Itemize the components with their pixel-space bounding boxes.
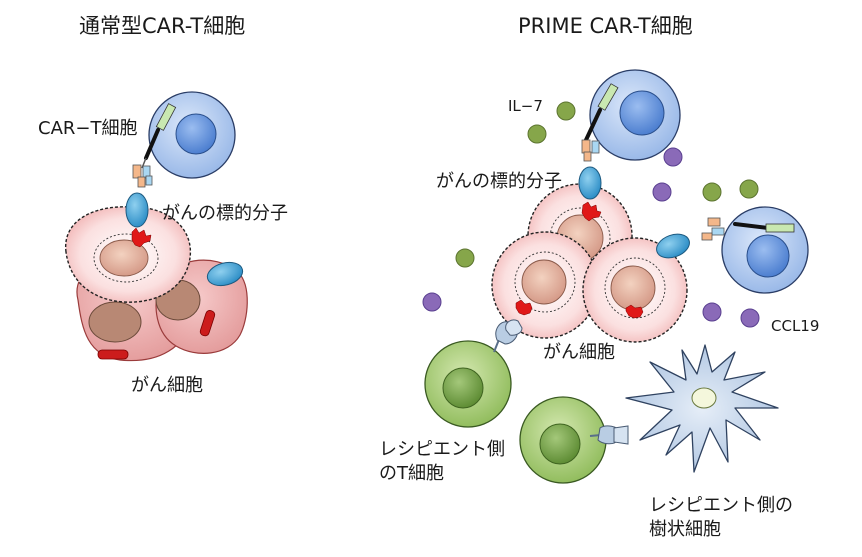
ccl19-dot: [652, 182, 672, 202]
right-target-label: がんの標的分子: [436, 171, 562, 192]
left-car-t-cell: [132, 91, 236, 188]
ccl19-dot: [422, 292, 442, 312]
recipient-t-label-line2: のT細胞: [379, 463, 444, 484]
dendritic-cell: [625, 344, 779, 473]
right-cancer-cluster: [491, 183, 688, 343]
cytokine-dots: [422, 101, 760, 328]
right-target-molecule-side: [656, 233, 690, 259]
recipient-t-label-line1: レシピエント側: [379, 439, 505, 460]
il7-label: IL−7: [508, 97, 543, 115]
left-panel-title: 通常型CAR-T細胞: [79, 14, 246, 38]
il7-dot: [556, 101, 576, 121]
dendritic-label-line1: レシピエント側の: [649, 495, 793, 516]
dendritic-label-line2: 樹状細胞: [649, 519, 721, 540]
right-car-t-cell-side: [701, 206, 809, 294]
left-target-label: がんの標的分子: [162, 203, 288, 224]
il7-dot: [739, 179, 759, 199]
recipient-t-cell-upper: [424, 319, 523, 428]
right-panel-title: PRIME CAR-T細胞: [518, 14, 693, 38]
il7-dot: [527, 124, 547, 144]
cancer-cell-left: [491, 231, 599, 339]
il7-dot: [702, 182, 722, 202]
right-target-molecule-top: [578, 166, 602, 200]
cancer-cell-right: [582, 237, 688, 343]
left-target-molecule-side: [206, 261, 244, 287]
right-car-t-cell-top: [581, 69, 681, 162]
ccl19-dot: [740, 308, 760, 328]
ccl19-label: CCL19: [771, 317, 820, 335]
recipient-t-cell-lower: [519, 396, 629, 484]
il7-dot: [455, 248, 475, 268]
left-target-molecule-top: [125, 192, 149, 228]
left-cancer-cell-front: [65, 206, 192, 303]
ccl19-dot: [663, 147, 683, 167]
left-cancer-label: がん細胞: [131, 375, 203, 396]
right-cancer-label: がん細胞: [543, 342, 615, 363]
left-car-t-label: CAR−T細胞: [38, 118, 138, 139]
ccl19-dot: [702, 302, 722, 322]
